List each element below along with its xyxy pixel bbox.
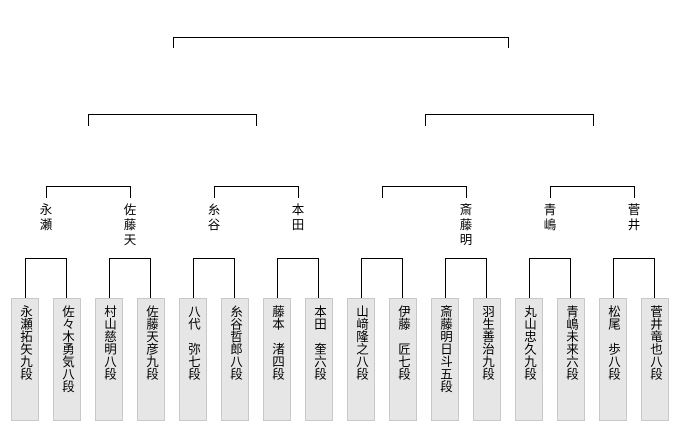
player-box-4: 佐藤天彦九段 bbox=[137, 298, 165, 421]
quarterfinal-connector-3 bbox=[382, 186, 467, 187]
player-box-14: 青嶋未来六段 bbox=[557, 298, 585, 421]
round2-winner-1: 永瀬 bbox=[39, 202, 53, 232]
player-box-12: 羽生善治九段 bbox=[473, 298, 501, 421]
semifinal-connector-right bbox=[425, 114, 594, 115]
player-name: 村山慈明八段 bbox=[102, 305, 117, 380]
round1-connector-2-a bbox=[109, 258, 110, 298]
final-connector-right bbox=[508, 37, 509, 48]
round2-winner-4: 本田 bbox=[291, 202, 305, 232]
quarterfinal-connector-1-b bbox=[130, 186, 131, 198]
player-name: 伊藤 匠七段 bbox=[396, 305, 411, 380]
round1-connector-7 bbox=[529, 258, 571, 259]
round1-connector-1-b bbox=[66, 258, 67, 298]
player-box-11: 斎藤明日斗五段 bbox=[431, 298, 459, 421]
round1-connector-8 bbox=[613, 258, 655, 259]
player-box-3: 村山慈明八段 bbox=[95, 298, 123, 421]
round1-connector-8-b bbox=[654, 258, 655, 298]
quarterfinal-connector-1 bbox=[46, 186, 131, 187]
player-box-15: 松尾 歩八段 bbox=[599, 298, 627, 421]
round1-connector-2-b bbox=[150, 258, 151, 298]
round1-connector-6 bbox=[445, 258, 487, 259]
quarterfinal-connector-1-a bbox=[46, 186, 47, 198]
round1-connector-3-b bbox=[234, 258, 235, 298]
round1-connector-5-b bbox=[402, 258, 403, 298]
round1-connector-6-a bbox=[445, 258, 446, 298]
player-name: 佐藤天彦九段 bbox=[144, 305, 159, 380]
player-name: 本田 奎六段 bbox=[312, 305, 327, 380]
quarterfinal-connector-3-a bbox=[382, 186, 383, 198]
round1-connector-4-b bbox=[318, 258, 319, 298]
round1-connector-6-b bbox=[486, 258, 487, 298]
round1-connector-7-b bbox=[570, 258, 571, 298]
player-name: 松尾 歩八段 bbox=[606, 305, 621, 380]
player-box-5: 八代 弥七段 bbox=[179, 298, 207, 421]
player-name: 丸山忠久九段 bbox=[522, 305, 537, 380]
round2-winner-6: 斎藤明 bbox=[459, 202, 473, 247]
player-name: 斎藤明日斗五段 bbox=[438, 305, 453, 393]
round1-connector-4-a bbox=[277, 258, 278, 298]
round2-winner-7: 青嶋 bbox=[543, 202, 557, 232]
semifinal-connector-right-a bbox=[425, 114, 426, 126]
player-box-2: 佐々木勇気八段 bbox=[53, 298, 81, 421]
round1-connector-5-a bbox=[361, 258, 362, 298]
player-box-16: 菅井竜也八段 bbox=[641, 298, 669, 421]
player-name: 青嶋未来六段 bbox=[564, 305, 579, 380]
round1-connector-4 bbox=[277, 258, 319, 259]
round1-connector-7-a bbox=[529, 258, 530, 298]
player-name: 藤本 渚四段 bbox=[270, 305, 285, 380]
player-name: 八代 弥七段 bbox=[186, 305, 201, 380]
quarterfinal-connector-2-b bbox=[298, 186, 299, 198]
player-name: 永瀬拓矢九段 bbox=[18, 305, 33, 380]
round1-connector-2 bbox=[109, 258, 151, 259]
semifinal-connector-left bbox=[88, 114, 257, 115]
round2-winner-3: 糸谷 bbox=[207, 202, 221, 232]
round2-winner-8: 菅井 bbox=[627, 202, 641, 232]
player-box-10: 伊藤 匠七段 bbox=[389, 298, 417, 421]
semifinal-connector-right-b bbox=[593, 114, 594, 126]
player-box-1: 永瀬拓矢九段 bbox=[11, 298, 39, 421]
quarterfinal-connector-2-a bbox=[214, 186, 215, 198]
player-name: 山﨑隆之八段 bbox=[354, 305, 369, 380]
round1-connector-3-a bbox=[193, 258, 194, 298]
quarterfinal-connector-4-a bbox=[550, 186, 551, 198]
round1-connector-3 bbox=[193, 258, 235, 259]
quarterfinal-connector-3-b bbox=[466, 186, 467, 198]
player-box-9: 山﨑隆之八段 bbox=[347, 298, 375, 421]
player-box-13: 丸山忠久九段 bbox=[515, 298, 543, 421]
round1-connector-1 bbox=[25, 258, 67, 259]
semifinal-connector-left-a bbox=[88, 114, 89, 126]
quarterfinal-connector-4 bbox=[550, 186, 635, 187]
quarterfinal-connector-4-b bbox=[634, 186, 635, 198]
quarterfinal-connector-2 bbox=[214, 186, 299, 187]
player-name: 菅井竜也八段 bbox=[648, 305, 663, 380]
player-name: 佐々木勇気八段 bbox=[60, 305, 75, 393]
round2-winner-2: 佐藤天 bbox=[123, 202, 137, 247]
player-box-7: 藤本 渚四段 bbox=[263, 298, 291, 421]
semifinal-connector-left-b bbox=[256, 114, 257, 126]
player-box-6: 糸谷哲郎八段 bbox=[221, 298, 249, 421]
player-name: 羽生善治九段 bbox=[480, 305, 495, 380]
player-name: 糸谷哲郎八段 bbox=[228, 305, 243, 380]
player-box-8: 本田 奎六段 bbox=[305, 298, 333, 421]
round1-connector-5 bbox=[361, 258, 403, 259]
round1-connector-8-a bbox=[613, 258, 614, 298]
final-connector bbox=[173, 37, 509, 38]
round1-connector-1-a bbox=[25, 258, 26, 298]
final-connector-left bbox=[173, 37, 174, 48]
